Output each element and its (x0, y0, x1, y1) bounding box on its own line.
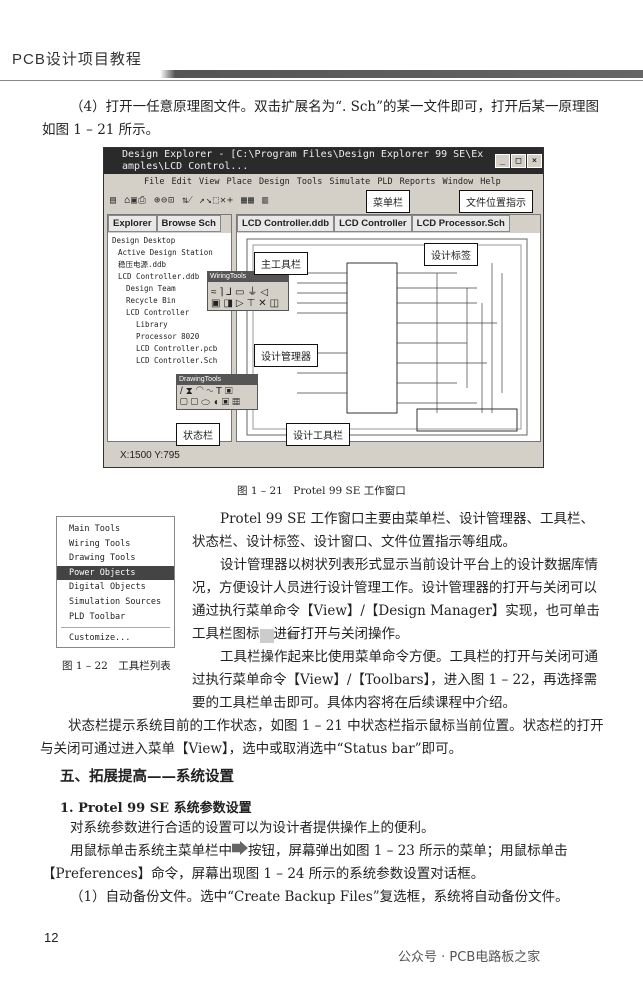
menu-window: Window (442, 177, 474, 187)
tree-item: Processor 8020 (136, 332, 200, 341)
menu-separator (61, 627, 170, 629)
paragraph: Protel 99 SE 工作窗口主要由菜单栏、设计管理器、工具栏、状态栏、设计… (192, 511, 595, 550)
paragraph: 状态栏提示系统目前的工作状态，如图 1 – 21 中状态栏指示鼠标当前位置。状态… (40, 718, 604, 757)
paragraph: 对系统参数进行合适的设置可以为设计者提供操作上的便利。 (70, 820, 435, 836)
paragraph: （1）自动备份文件。选中“Create Backup Files”复选框，系统将… (70, 889, 569, 905)
palette-title: DrawingTools (177, 375, 257, 385)
tree-item: LCD Controller.ddb (118, 272, 200, 281)
wiring-tool-icons: ≈⌉⅃▭⏚◁ ▣◨▷⊤✕◫ (211, 287, 283, 309)
drawing-tool-icons: /⧗◠∿T▣ ▢▢⬭◖▣▦ (180, 386, 244, 408)
minimize-icon: _ (495, 154, 510, 168)
protel-window-figure: Design Explorer - [C:\Program Files\Desi… (103, 147, 544, 468)
schematic-drawing (246, 238, 528, 436)
watermark: 公众号 · PCB电路板之家 (398, 950, 541, 965)
running-header: PCB设计项目教程 (12, 51, 142, 68)
header-rule (0, 80, 643, 81)
paragraph: 工具栏操作起来比使用菜单命令方便。工具栏的打开与关闭可通过执行菜单命令【View… (192, 649, 598, 711)
tab-explorer: Explorer (108, 215, 157, 232)
menu-item: Digital Objects (69, 582, 146, 593)
status-bar: X:1500 Y:795 (120, 450, 180, 461)
menu-view: View (198, 177, 220, 187)
page-number: 12 (44, 930, 59, 945)
tree-item: Design Desktop (112, 236, 176, 245)
menu-design: Design (259, 177, 290, 187)
paragraph-text: 设计管理器以树状列表形式显示当前设计平台上的设计数据库情况，方便设计人员进行设计… (192, 557, 600, 642)
paragraph-text: 进行打开与关闭操作。 (273, 626, 409, 642)
tree-item: Library (136, 320, 168, 329)
menu-bar: File Edit View Place Design Tools Simulate PLD R… (104, 174, 543, 190)
menu-item: PLD Toolbar (69, 611, 126, 622)
menu-item: Simulation Sources (69, 596, 162, 607)
tree-item: Design Team (126, 284, 176, 293)
design-manager-toolbar-icon: ▤ (259, 629, 297, 643)
menu-item: Wiring Tools (69, 538, 131, 549)
tree-item: 稳压电源.ddb (118, 260, 167, 269)
paragraph-text: 用鼠标单击系统主菜单栏中 (70, 843, 232, 859)
toolbar-list-menu: Main Tools Wiring Tools Drawing Tools Po… (56, 516, 175, 648)
tab-lcd-processor-sch: LCD Processor.Sch (411, 215, 510, 232)
header-bar (0, 70, 643, 78)
close-icon: × (527, 154, 542, 168)
tree-item: LCD Controller (126, 308, 190, 317)
menu-simulate: Simulate (329, 177, 371, 187)
menu-item-selected: Power Objects (57, 565, 174, 581)
system-menu-arrow-icon (232, 841, 248, 855)
menu-pld: PLD (377, 177, 393, 187)
menu-item: Drawing Tools (69, 553, 136, 564)
paragraph-text: 按钮，屏幕弹出如图 1 – 23 所示的菜单；用鼠标单击【Preferences… (42, 843, 568, 882)
paragraph: 用鼠标单击系统主菜单栏中按钮，屏幕弹出如图 1 – 23 所示的菜单；用鼠标单击… (42, 840, 602, 886)
tree-item: LCD Controller.Sch (136, 356, 218, 365)
menu-item: Main Tools (69, 524, 121, 534)
tree-item: Recycle Bin (126, 296, 176, 305)
tree-item: Active Design Station (118, 248, 213, 257)
menu-help: Help (480, 177, 501, 187)
figure-1-22-caption: 图 1 – 22 工具栏列表 (62, 660, 171, 672)
design-tree: Design Desktop Active Design Station 稳压电… (108, 233, 231, 369)
callout-design-manager: 设计管理器 (254, 344, 318, 367)
menu-tools: Tools (296, 177, 323, 187)
subsection-heading: 1. Protel 99 SE 系统参数设置 (60, 801, 252, 816)
callout-menu: 菜单栏 (366, 190, 410, 213)
menu-place: Place (226, 177, 253, 187)
intro-paragraph: （4）打开一任意原理图文件。双击扩展名为“. Sch”的某一文件即可，打开后某一… (42, 99, 599, 138)
callout-design-toolbar: 设计工具栏 (286, 423, 350, 446)
drawing-tools-palette: DrawingTools/⧗◠∿T▣ ▢▢⬭◖▣▦ (176, 374, 258, 410)
maximize-icon: □ (511, 154, 526, 168)
section-heading: 五、拓展提高——系统设置 (60, 768, 234, 785)
paragraph: 设计管理器以树状列表形式显示当前设计平台上的设计数据库情况，方便设计人员进行设计… (192, 554, 602, 646)
tree-item: LCD Controller.pcb (136, 344, 218, 353)
menu-item-customize: Customize... (69, 633, 131, 644)
tab-browse-sch: Browse Sch (156, 215, 221, 232)
figure-1-21-caption: 图 1 – 21 Protel 99 SE 工作窗口 (237, 485, 406, 497)
menu-file: File (144, 177, 165, 187)
menu-edit: Edit (171, 177, 192, 187)
tab-ddb: LCD Controller.ddb (237, 215, 335, 232)
callout-main-toolbar: 主工具栏 (254, 252, 308, 275)
main-toolbar-icons: ▤ ⌂▣⎙ ⊕⊖⊡ ⇅⁄ ↗↘⬚✕+ ▦▦ ▥ (110, 195, 270, 206)
window-title: Design Explorer - [C:\Program Files\Desi… (104, 148, 543, 174)
wiring-tools-palette: WiringTools ≈⌉⅃▭⏚◁ ▣◨▷⊤✕◫ (207, 271, 289, 311)
callout-status-bar: 状态栏 (176, 423, 220, 446)
callout-file-path: 文件位置指示 (459, 190, 533, 213)
callout-design-tabs: 设计标签 (424, 243, 478, 266)
palette-title: WiringTools (208, 272, 288, 282)
menu-reports: Reports (399, 177, 436, 187)
tab-lcd-controller: LCD Controller (334, 215, 412, 232)
